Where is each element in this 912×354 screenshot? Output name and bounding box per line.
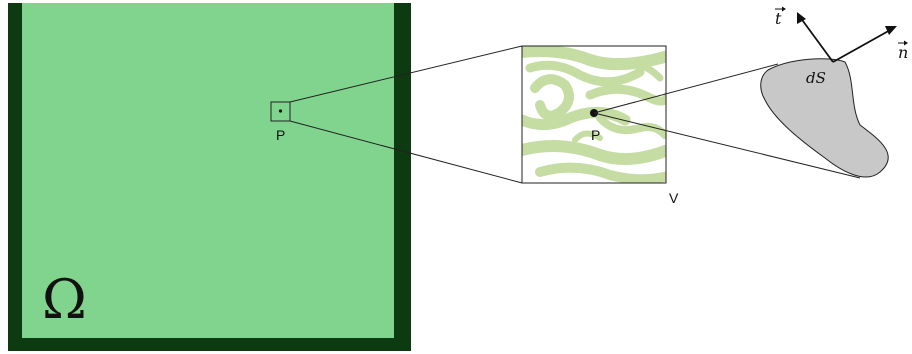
rve-point-label: P [591,127,600,143]
rve-volume: P V [521,45,679,206]
surface-element: dS t n [760,6,908,178]
omega-label: Ω [42,268,87,331]
normal-vector [832,28,893,63]
surface-zoom-lines [593,63,861,179]
rve-border [521,45,667,184]
zoom-lines [289,45,523,184]
tangent-vector [799,16,834,63]
surface-element-label: dS [806,69,826,87]
domain-omega: Ω [8,3,411,351]
svg-text:t: t [775,9,782,28]
tangent-label: t [775,6,786,28]
normal-label: n [898,40,908,62]
material-point: P [270,101,291,143]
normal-arrowhead [885,26,897,35]
point-dot [278,109,283,113]
microstructure [522,46,666,183]
domain-fill [22,3,394,338]
point-box [270,101,291,122]
tangent-arrowhead [797,12,806,24]
surface-patch [760,58,889,178]
volume-label: V [669,190,679,206]
svg-text:n: n [898,43,908,62]
point-label: P [276,127,285,143]
